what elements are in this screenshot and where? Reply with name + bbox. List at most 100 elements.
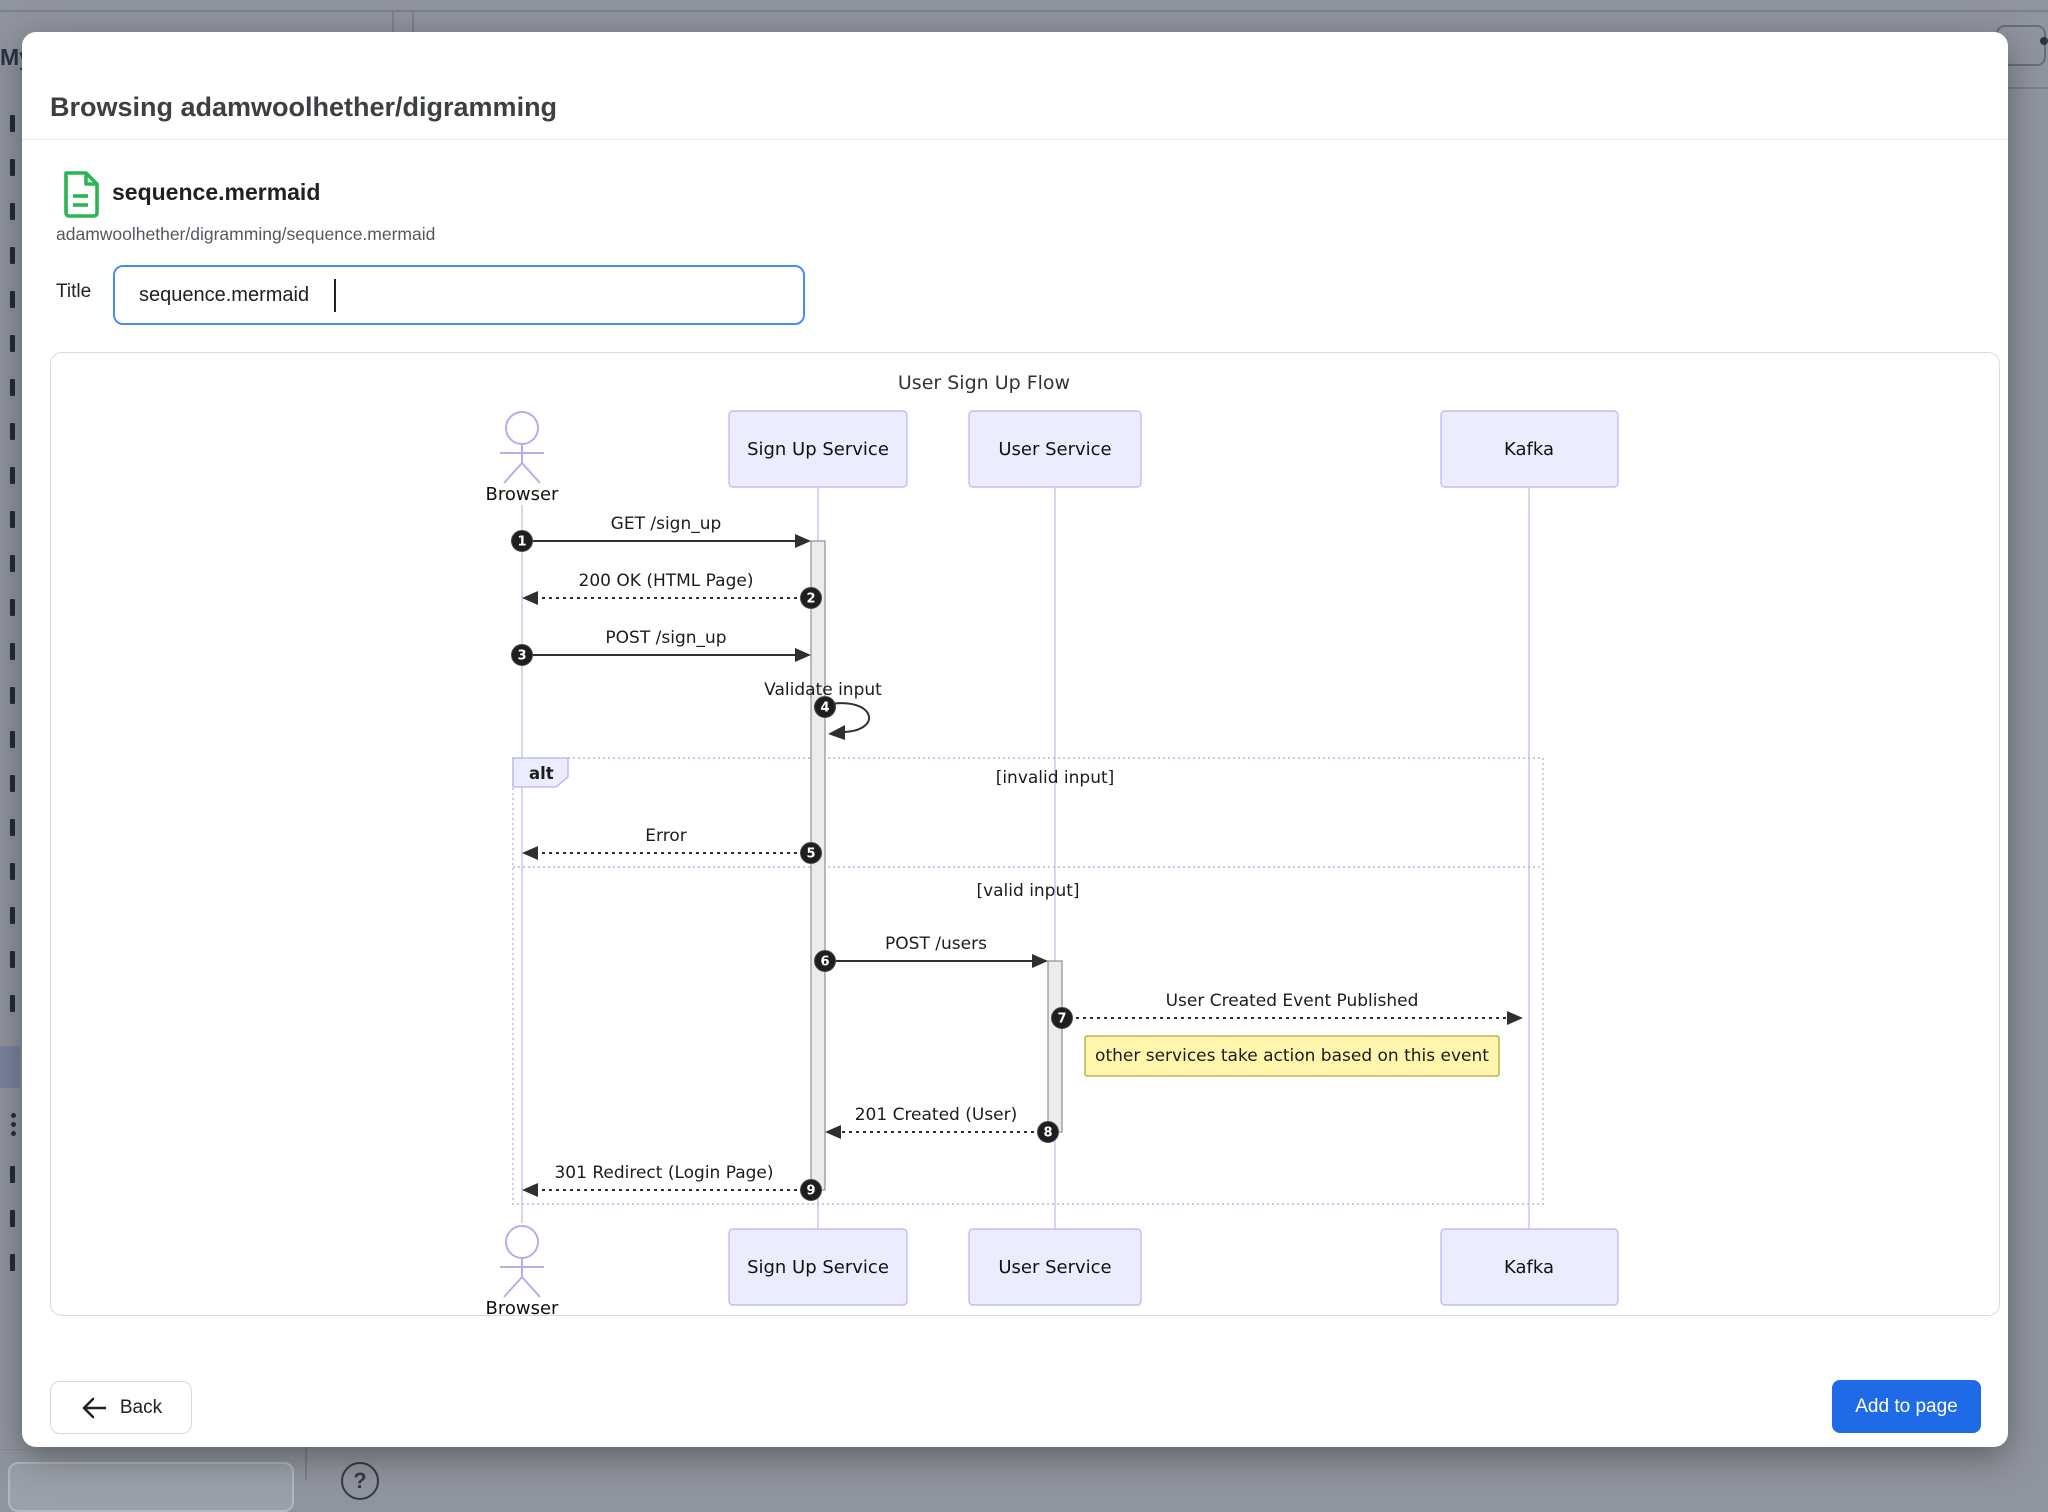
bg-bottom-vertical-divider <box>305 1447 307 1480</box>
alt-guard-invalid: [invalid input] <box>996 768 1115 788</box>
modal-title: Browsing adamwoolhether/digramming <box>50 92 558 122</box>
svg-text:User Created Event Published: User Created Event Published <box>1166 991 1419 1011</box>
bg-vertical-divider <box>392 11 394 32</box>
note-text: other services take action based on this… <box>1095 1046 1489 1066</box>
activation-bar-user <box>1047 960 1063 1133</box>
actor-label: Browser <box>486 484 560 505</box>
diagram-preview-panel: User Sign Up Flow alt [invalid input] [v… <box>50 352 2000 1316</box>
actor-browser-top: Browser <box>486 411 560 505</box>
bg-sidebar-mark <box>10 907 15 924</box>
bg-sidebar-mark <box>10 467 15 484</box>
svg-text:6: 6 <box>820 955 829 970</box>
alt-guard-valid: [valid input] <box>976 881 1079 901</box>
bg-sidebar-selected-row <box>0 1046 20 1088</box>
bg-sidebar-mark <box>10 335 15 352</box>
svg-text:2: 2 <box>806 592 815 607</box>
bg-vertical-divider <box>412 11 414 32</box>
bg-kebab-dot <box>11 1131 16 1136</box>
browse-file-modal: Browsing adamwoolhether/digramming seque… <box>22 32 2008 1447</box>
svg-text:200 OK (HTML Page): 200 OK (HTML Page) <box>579 571 754 591</box>
note: other services take action based on this… <box>1084 1035 1500 1077</box>
participant-signup-top: Sign Up Service <box>728 410 908 488</box>
svg-text:301 Redirect (Login Page): 301 Redirect (Login Page) <box>554 1163 773 1183</box>
bg-sidebar-mark <box>10 819 15 836</box>
bg-sidebar-mark <box>10 863 15 880</box>
actor-label: Browser <box>486 1298 560 1316</box>
bg-sidebar-mark <box>10 291 15 308</box>
bg-kebab-dot <box>11 1113 16 1118</box>
bg-sidebar-mark <box>10 1254 15 1271</box>
back-button-label: Back <box>119 1396 163 1418</box>
add-to-page-button[interactable]: Add to page <box>1832 1380 1981 1433</box>
svg-text:7: 7 <box>1057 1012 1066 1027</box>
sequence-diagram: User Sign Up Flow alt [invalid input] [v… <box>486 372 1619 1316</box>
participant-signup-bottom: Sign Up Service <box>728 1228 908 1306</box>
participant-label: Sign Up Service <box>747 439 889 460</box>
message-7: User Created Event Published <box>1062 991 1523 1025</box>
participant-label: User Service <box>998 1257 1111 1278</box>
participant-label: Sign Up Service <box>747 1257 889 1278</box>
svg-text:201 Created (User): 201 Created (User) <box>855 1105 1018 1125</box>
svg-text:4: 4 <box>820 701 829 716</box>
bg-kebab-dot <box>11 1122 16 1127</box>
svg-text:Error: Error <box>645 826 686 846</box>
bg-sidebar-mark <box>10 423 15 440</box>
bg-sidebar-mark <box>10 1210 15 1227</box>
alt-label: alt <box>529 764 554 783</box>
left-arrow-icon <box>82 1397 106 1418</box>
bg-sidebar-mark <box>10 643 15 660</box>
text-caret <box>334 279 336 312</box>
bg-sidebar-mark <box>10 731 15 748</box>
modal-header-divider <box>22 139 2008 140</box>
bg-topbar-divider-right <box>2008 87 2048 89</box>
message-1: GET /sign_up <box>522 514 811 548</box>
participant-user-bottom: User Service <box>968 1228 1142 1306</box>
title-input[interactable] <box>113 265 805 325</box>
alt-frame: alt [invalid input] [valid input] <box>512 757 1544 1205</box>
bg-bottom-divider <box>0 1449 305 1450</box>
bg-topbar-divider <box>0 10 2048 12</box>
title-field-label: Title <box>56 281 92 302</box>
bg-sidebar-mark <box>10 511 15 528</box>
lifelines <box>521 487 1530 1229</box>
svg-text:9: 9 <box>806 1184 815 1199</box>
message-2: 200 OK (HTML Page) <box>522 571 811 605</box>
message-8: 201 Created (User) <box>825 1105 1048 1139</box>
bg-sidebar-mark <box>10 687 15 704</box>
svg-text:GET /sign_up: GET /sign_up <box>611 514 722 534</box>
message-4-selfloop: Validate input <box>764 680 882 740</box>
message-5: Error <box>522 826 811 860</box>
activation-bar-signup <box>810 540 826 1191</box>
participant-label: User Service <box>998 439 1111 460</box>
bg-sidebar-mark <box>10 379 15 396</box>
bg-sidebar-mark <box>10 951 15 968</box>
bg-sidebar-mark <box>10 775 15 792</box>
message-9: 301 Redirect (Login Page) <box>522 1163 811 1197</box>
svg-text:5: 5 <box>806 847 815 862</box>
back-button[interactable]: Back <box>50 1381 192 1434</box>
participant-kafka-top: Kafka <box>1440 410 1619 488</box>
svg-text:POST /users: POST /users <box>885 934 987 954</box>
help-icon[interactable]: ? <box>341 1462 379 1500</box>
svg-text:3: 3 <box>517 649 526 664</box>
svg-text:1: 1 <box>517 535 526 550</box>
participant-kafka-bottom: Kafka <box>1440 1228 1619 1306</box>
svg-text:8: 8 <box>1043 1126 1052 1141</box>
bg-sidebar-mark <box>10 159 15 176</box>
bg-sidebar-mark <box>10 203 15 220</box>
bg-sidebar-mark <box>10 1166 15 1183</box>
bg-sidebar-mark <box>10 115 15 132</box>
more-dot-icon <box>2040 37 2048 45</box>
file-document-icon <box>64 171 99 218</box>
file-path: adamwoolhether/digramming/sequence.merma… <box>56 224 436 244</box>
add-to-page-label: Add to page <box>1855 1395 1958 1417</box>
participant-user-top: User Service <box>968 410 1142 488</box>
bg-sidebar-mark <box>10 247 15 264</box>
participant-label: Kafka <box>1504 1257 1554 1278</box>
bg-bottom-input <box>8 1462 294 1512</box>
bg-sidebar-mark <box>10 599 15 616</box>
participant-label: Kafka <box>1504 439 1554 460</box>
bg-sidebar-mark <box>10 995 15 1012</box>
message-6: POST /users <box>825 934 1048 968</box>
message-3: POST /sign_up <box>522 628 811 662</box>
